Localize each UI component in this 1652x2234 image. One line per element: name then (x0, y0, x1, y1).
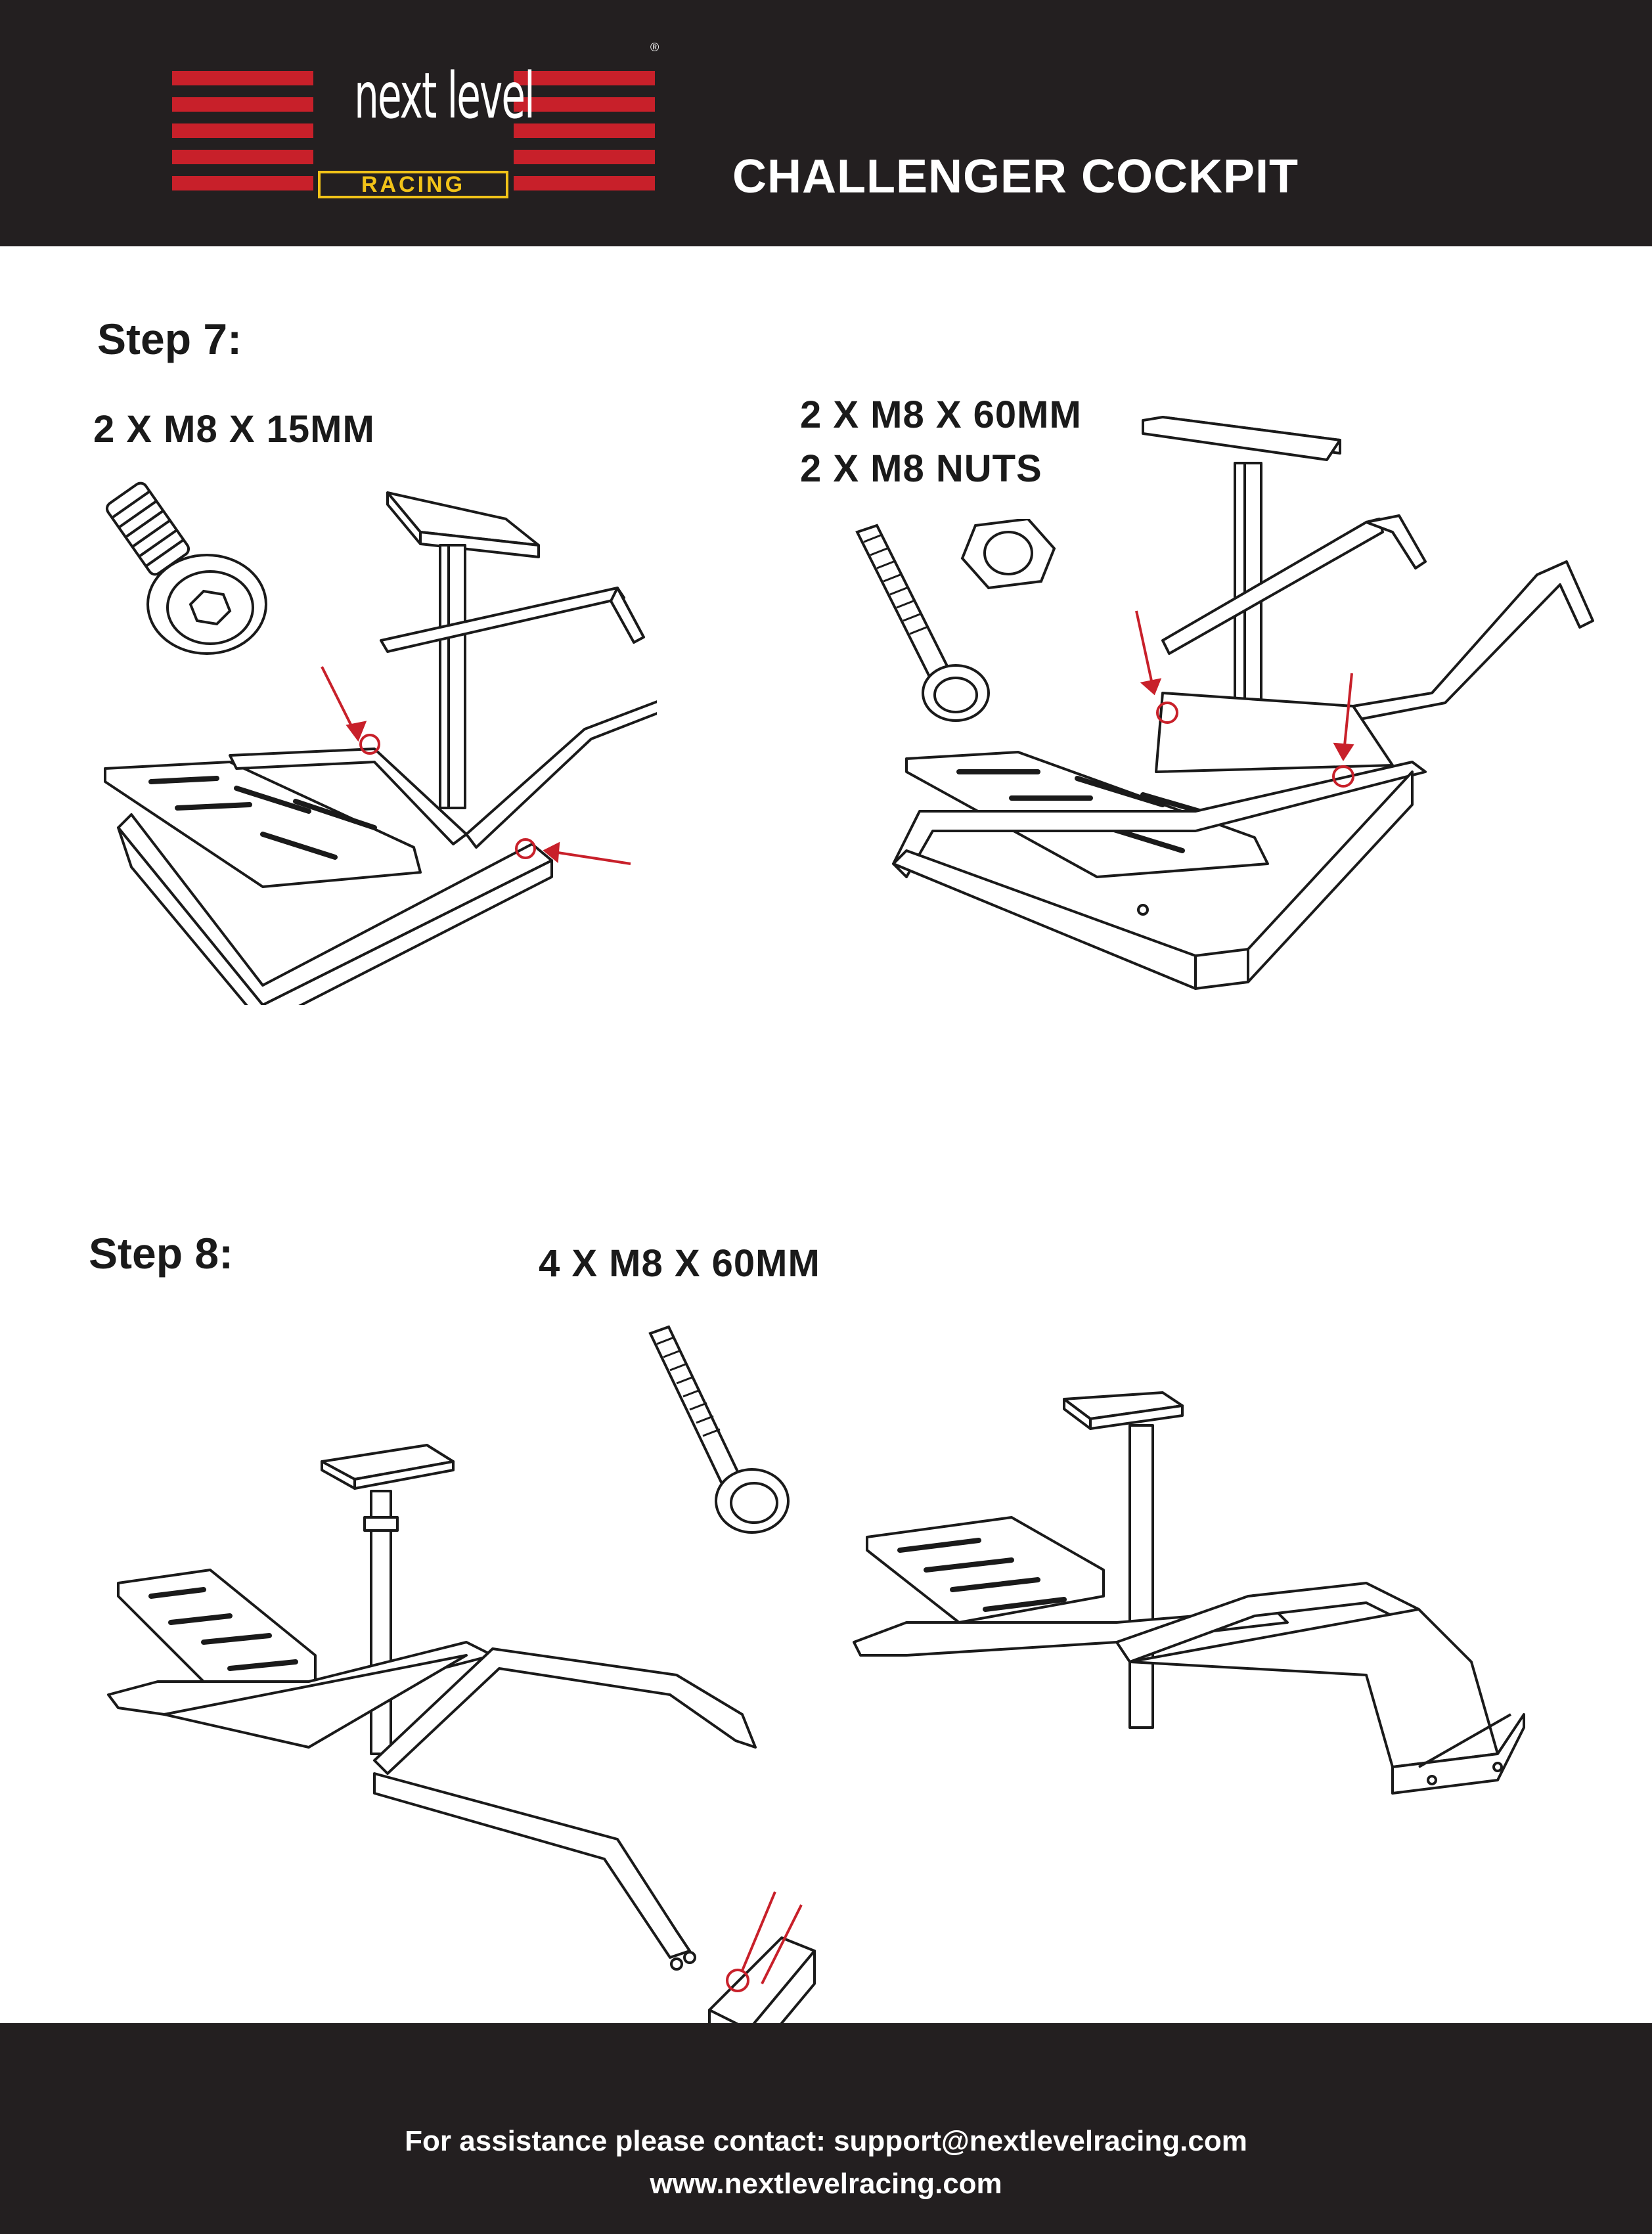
website-link[interactable]: www.nextlevelracing.com (650, 2168, 1002, 2200)
step-8-heading: Step 8: (89, 1229, 234, 1278)
m8-60mm-bolt-and-nut-illustration (855, 519, 1056, 722)
brand-subtitle: RACING (318, 171, 508, 198)
support-contact-text: For assistance please contact: support@n… (405, 2125, 1247, 2157)
step-7-right-frame-drawing (892, 416, 1594, 990)
step-7-right-parts-line1: 2 X M8 X 60MM (800, 393, 1082, 436)
brand-logo: next level RACING (172, 59, 655, 198)
step-7-right-parts-line2: 2 X M8 NUTS (800, 447, 1042, 490)
brand-wordmark: next level (354, 59, 535, 133)
step-7-left-frame-drawing (104, 491, 657, 1005)
step-8-parts: 4 X M8 X 60MM (539, 1242, 820, 1285)
step-7-left-parts: 2 X M8 X 15MM (93, 408, 375, 451)
step-8-left-frame-drawing (107, 1444, 816, 2122)
step-7-heading: Step 7: (97, 315, 242, 363)
footer-banner: For assistance please contact: support@n… (0, 2023, 1652, 2234)
header-banner: next level RACING ® CHALLENGER COCKPIT (0, 0, 1652, 246)
registered-mark: ® (650, 41, 659, 54)
m8-15mm-bolt-illustration (105, 481, 267, 655)
page-title: CHALLENGER COCKPIT (732, 150, 1299, 203)
step-8-m8-60mm-bolt-illustration (648, 1325, 790, 1534)
step-8-right-frame-drawing (853, 1391, 1525, 1795)
